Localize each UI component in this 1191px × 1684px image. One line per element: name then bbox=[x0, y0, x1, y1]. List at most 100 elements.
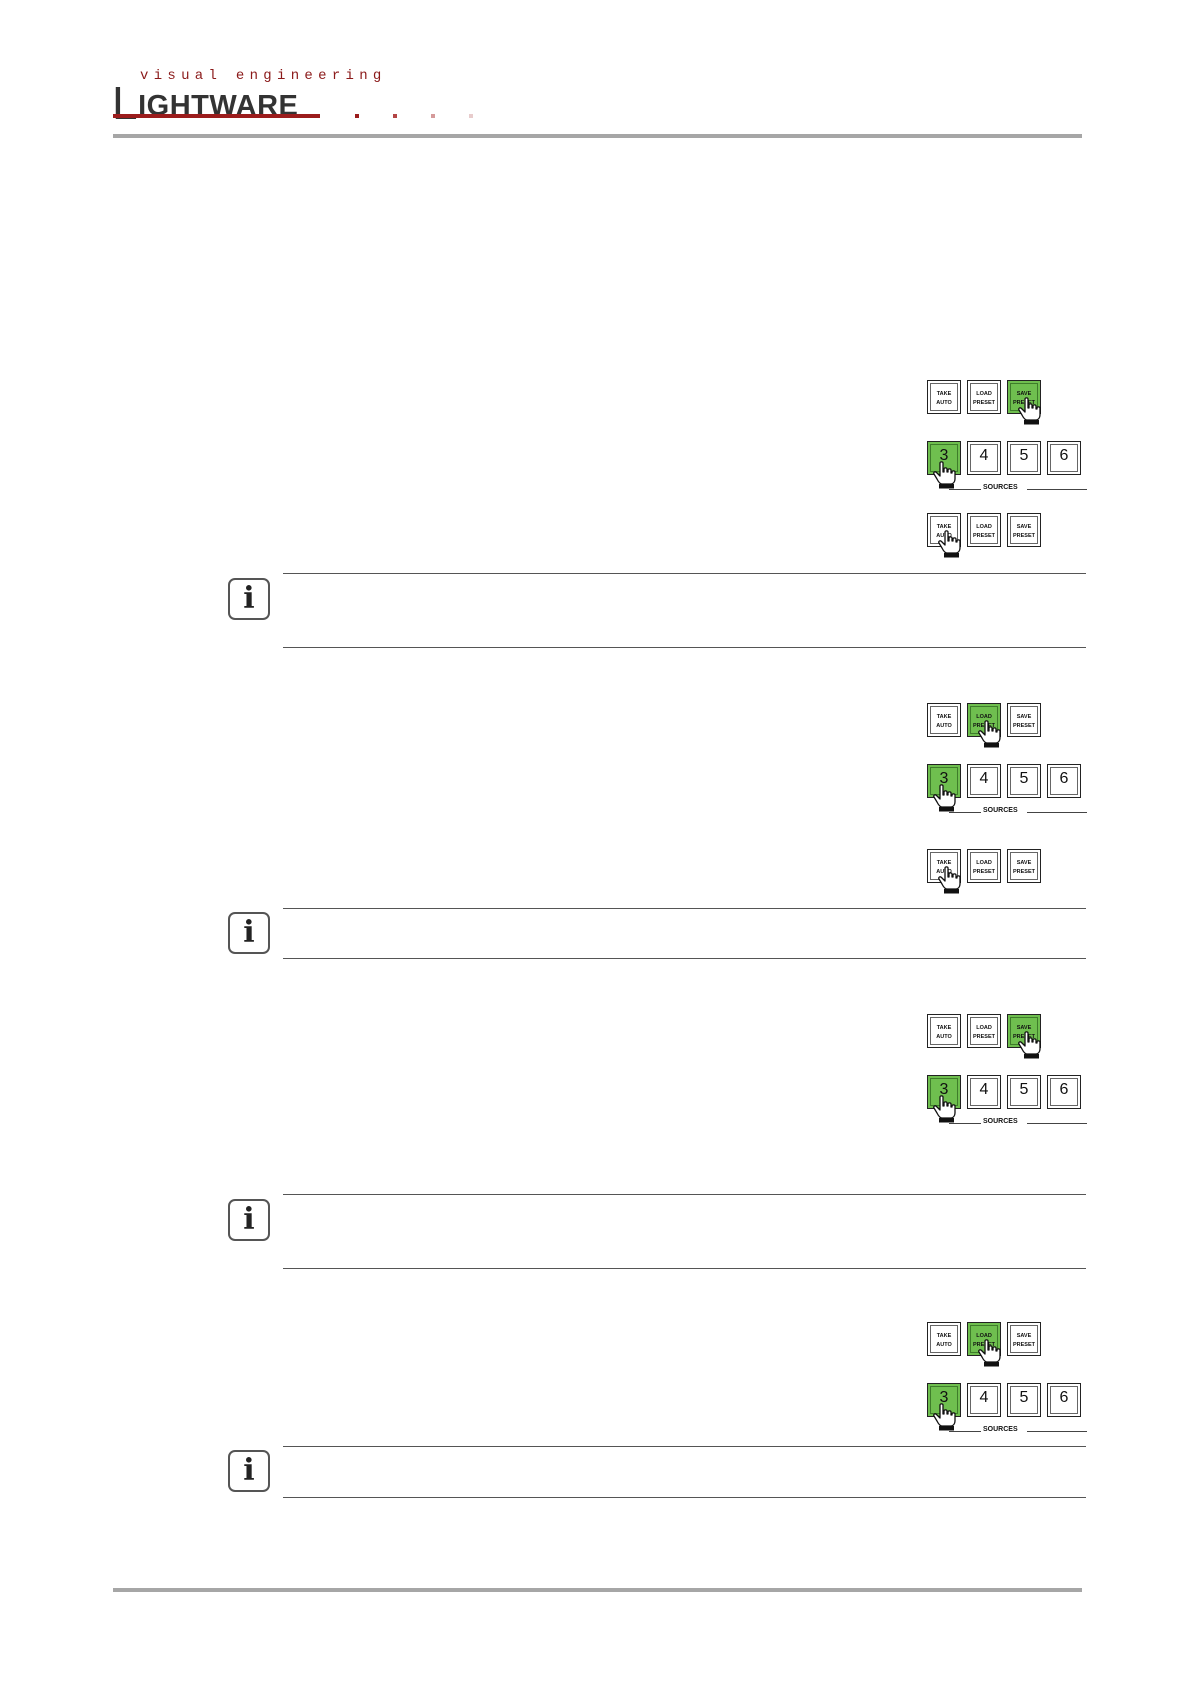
source-number: 4 bbox=[979, 1389, 989, 1406]
take-auto-button[interactable]: TAKE AUTO bbox=[927, 1014, 961, 1048]
header-dot bbox=[393, 114, 397, 118]
save-preset-button[interactable]: SAVE PRESET bbox=[1007, 849, 1041, 883]
source-number: 3 bbox=[939, 1389, 949, 1406]
sources-divider bbox=[949, 1431, 981, 1432]
load-preset-button-label-line2: PRESET bbox=[972, 1034, 995, 1040]
save-preset-button-label-line1: SAVE bbox=[1016, 524, 1032, 530]
load-preset-button-label-line2: PRESET bbox=[972, 869, 995, 875]
info-icon: i bbox=[228, 1199, 270, 1241]
source-5-button[interactable]: 5 bbox=[1007, 1075, 1041, 1109]
take-auto-button-label-line1: TAKE bbox=[936, 1025, 952, 1031]
sources-divider bbox=[1027, 812, 1087, 813]
sources-divider bbox=[949, 1123, 981, 1124]
note-rule bbox=[283, 573, 1086, 574]
source-number: 5 bbox=[1019, 1081, 1029, 1098]
save-preset-button-label-line1: SAVE bbox=[1016, 391, 1032, 397]
source-number: 6 bbox=[1059, 447, 1069, 464]
save-preset-button-label-line2: PRESET bbox=[1012, 1034, 1035, 1040]
hand-pointer-icon bbox=[938, 866, 962, 894]
hand-pointer-icon bbox=[1018, 397, 1042, 425]
source-4-button[interactable]: 4 bbox=[967, 1383, 1001, 1417]
load-preset-button[interactable]: LOAD PRESET bbox=[967, 1014, 1001, 1048]
source-number: 4 bbox=[979, 1081, 989, 1098]
source-6-button[interactable]: 6 bbox=[1047, 1383, 1081, 1417]
take-auto-button-label-line1: TAKE bbox=[936, 860, 952, 866]
header-dot bbox=[469, 114, 473, 118]
source-number: 4 bbox=[979, 770, 989, 787]
header-rule bbox=[113, 134, 1082, 138]
load-preset-button-label-line1: LOAD bbox=[976, 860, 992, 866]
header-dot bbox=[431, 114, 435, 118]
source-number: 3 bbox=[939, 770, 949, 787]
source-3-button[interactable]: 3 bbox=[927, 1383, 961, 1417]
hand-pointer-icon bbox=[933, 1095, 957, 1123]
source-number: 6 bbox=[1059, 1081, 1069, 1098]
source-5-button[interactable]: 5 bbox=[1007, 441, 1041, 475]
sources-divider bbox=[1027, 489, 1087, 490]
save-preset-button[interactable]: SAVE PRESET bbox=[1007, 703, 1041, 737]
source-5-button[interactable]: 5 bbox=[1007, 1383, 1041, 1417]
source-number: 4 bbox=[979, 447, 989, 464]
save-preset-button-label-line2: PRESET bbox=[1012, 533, 1035, 539]
source-4-button[interactable]: 4 bbox=[967, 1075, 1001, 1109]
note-rule bbox=[283, 647, 1086, 648]
save-preset-button-label-line2: PRESET bbox=[1012, 723, 1035, 729]
save-preset-button[interactable]: SAVE PRESET bbox=[1007, 513, 1041, 547]
note-rule bbox=[283, 1268, 1086, 1269]
sources-divider bbox=[1027, 1431, 1087, 1432]
load-preset-button[interactable]: LOAD PRESET bbox=[967, 849, 1001, 883]
hand-pointer-icon bbox=[938, 530, 962, 558]
logo-tagline: visual engineering bbox=[140, 68, 387, 84]
sources-label: SOURCES bbox=[983, 1118, 1018, 1125]
hand-pointer-icon bbox=[978, 1339, 1002, 1367]
source-6-button[interactable]: 6 bbox=[1047, 441, 1081, 475]
source-4-button[interactable]: 4 bbox=[967, 441, 1001, 475]
take-auto-button-label-line2: AUTO bbox=[936, 1034, 952, 1040]
source-number: 3 bbox=[939, 447, 949, 464]
take-auto-button-label-line1: TAKE bbox=[936, 1333, 952, 1339]
load-preset-button-label-line1: LOAD bbox=[976, 1025, 992, 1031]
info-glyph: i bbox=[243, 581, 255, 616]
control-button-row: TAKE AUTO LOAD PRESET SAVE PRESET bbox=[927, 849, 1087, 909]
load-preset-button-label-line1: LOAD bbox=[976, 1333, 992, 1339]
brand-logo: LIGHTWARE bbox=[112, 80, 298, 126]
sources-divider bbox=[949, 489, 981, 490]
source-5-button[interactable]: 5 bbox=[1007, 764, 1041, 798]
save-preset-button-label-line1: SAVE bbox=[1016, 714, 1032, 720]
footer-rule bbox=[113, 1588, 1082, 1592]
source-6-button[interactable]: 6 bbox=[1047, 1075, 1081, 1109]
sources-divider bbox=[949, 812, 981, 813]
info-glyph: i bbox=[243, 915, 255, 950]
sources-label: SOURCES bbox=[983, 1426, 1018, 1433]
source-4-button[interactable]: 4 bbox=[967, 764, 1001, 798]
take-auto-button-label-line1: TAKE bbox=[936, 391, 952, 397]
save-preset-button-label-line2: PRESET bbox=[1012, 1342, 1035, 1348]
load-preset-button-label-line1: LOAD bbox=[976, 391, 992, 397]
source-number: 3 bbox=[939, 1081, 949, 1098]
take-auto-button-label-line2: AUTO bbox=[936, 869, 952, 875]
save-preset-button-label-line2: PRESET bbox=[1012, 869, 1035, 875]
sources-label: SOURCES bbox=[983, 484, 1018, 491]
note-rule bbox=[283, 958, 1086, 959]
load-preset-button-label-line1: LOAD bbox=[976, 714, 992, 720]
source-number: 5 bbox=[1019, 770, 1029, 787]
hand-pointer-icon bbox=[1018, 1031, 1042, 1059]
save-preset-button-label-line1: SAVE bbox=[1016, 860, 1032, 866]
source-number: 5 bbox=[1019, 1389, 1029, 1406]
source-6-button[interactable]: 6 bbox=[1047, 764, 1081, 798]
